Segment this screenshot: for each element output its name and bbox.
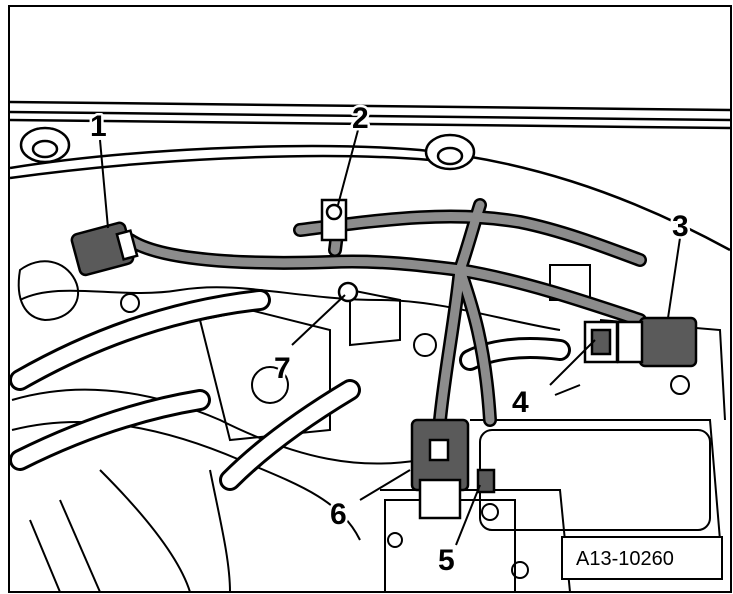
leader-1 (99, 139, 109, 229)
leader-3 (667, 237, 681, 319)
reference-box: A13-10260 (561, 536, 723, 580)
leader-4a (549, 339, 596, 386)
leader-5 (455, 484, 481, 546)
leader-lines (99, 129, 681, 546)
bolt-left-inner (31, 139, 59, 159)
leader-7 (291, 294, 346, 346)
connector-2-clip (320, 198, 348, 242)
leader-4b (554, 384, 581, 396)
callout-4: 4 (512, 386, 529, 419)
cover-rails (9, 100, 731, 252)
leader-6 (359, 469, 411, 501)
bolt-center-inner (436, 146, 464, 166)
callout-7: 7 (274, 352, 291, 385)
connector-1 (70, 221, 139, 277)
callout-labels: 1 2 3 4 5 6 7 (88, 100, 692, 580)
rail-bolts (19, 126, 476, 171)
callout-5: 5 (438, 544, 455, 577)
connector-4 (583, 320, 619, 364)
connector-3 (616, 316, 698, 368)
wiring-harness (123, 198, 647, 427)
connector-5-clip (476, 468, 496, 494)
callout-3: 3 (672, 210, 689, 243)
callout-1: 1 (90, 110, 107, 143)
callout-2: 2 (352, 102, 369, 135)
leader-2 (337, 129, 359, 206)
callout-6: 6 (330, 498, 347, 531)
reference-number: A13-10260 (576, 548, 674, 570)
connectors (70, 198, 698, 520)
connector-6 (410, 418, 470, 520)
hoses-fill (12, 292, 568, 488)
